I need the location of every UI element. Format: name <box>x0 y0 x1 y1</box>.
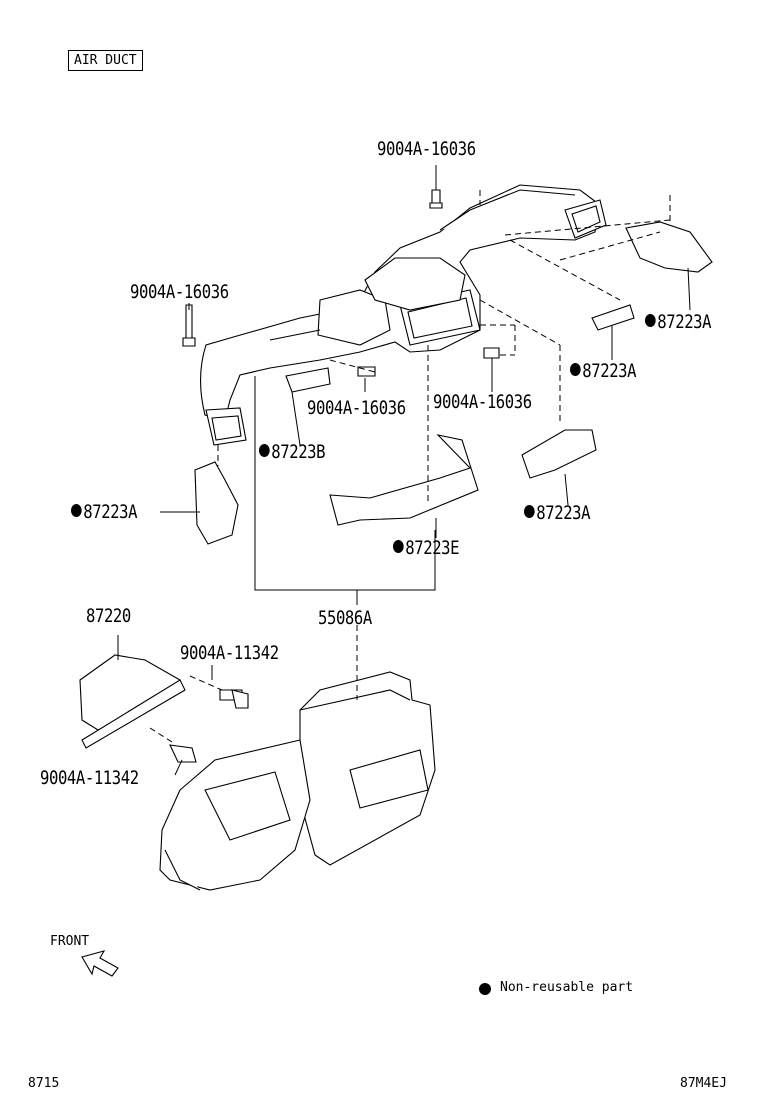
non-reusable-dot-icon <box>645 314 656 327</box>
label-bolt-11342-lower: 9004A-11342 <box>40 767 139 789</box>
label-87223a-left: 87223A <box>71 501 138 523</box>
label-87223a-lower-right: 87223A <box>524 502 591 524</box>
non-reusable-dot-icon <box>570 363 581 376</box>
non-reusable-dot-icon <box>259 444 270 457</box>
front-label: FRONT <box>50 934 90 949</box>
front-arrow-icon <box>81 950 119 977</box>
label-87223e: 87223E <box>393 537 460 559</box>
label-87223a-top-right: 87223A <box>645 311 712 333</box>
label-87223a-mid-right: 87223A <box>570 360 637 382</box>
label-bolt-mid-right: 9004A-16036 <box>433 391 532 413</box>
label-55086a: 55086A <box>318 607 372 629</box>
non-reusable-dot-icon <box>71 504 82 517</box>
footer-right-code: 87M4EJ <box>680 1076 727 1091</box>
legend-dot-icon <box>479 983 491 995</box>
footer-left-code: 8715 <box>28 1076 60 1091</box>
legend-text: Non-reusable part <box>500 980 634 995</box>
dashed-lines <box>149 190 671 743</box>
label-87220: 87220 <box>86 605 131 627</box>
bolts <box>182 189 500 377</box>
heater-unit <box>79 654 436 891</box>
label-bolt-mid-left: 9004A-16036 <box>307 397 406 419</box>
leader-lines <box>117 165 691 776</box>
non-reusable-dot-icon <box>393 540 404 553</box>
non-reusable-dot-icon <box>524 505 535 518</box>
diagram-title: AIR DUCT <box>68 50 143 71</box>
pads <box>194 221 713 545</box>
label-bolt-11342-upper: 9004A-11342 <box>180 642 279 664</box>
label-87223b: 87223B <box>259 441 326 463</box>
label-bolt-left: 9004A-16036 <box>130 281 229 303</box>
label-bolt-top: 9004A-16036 <box>377 138 476 160</box>
